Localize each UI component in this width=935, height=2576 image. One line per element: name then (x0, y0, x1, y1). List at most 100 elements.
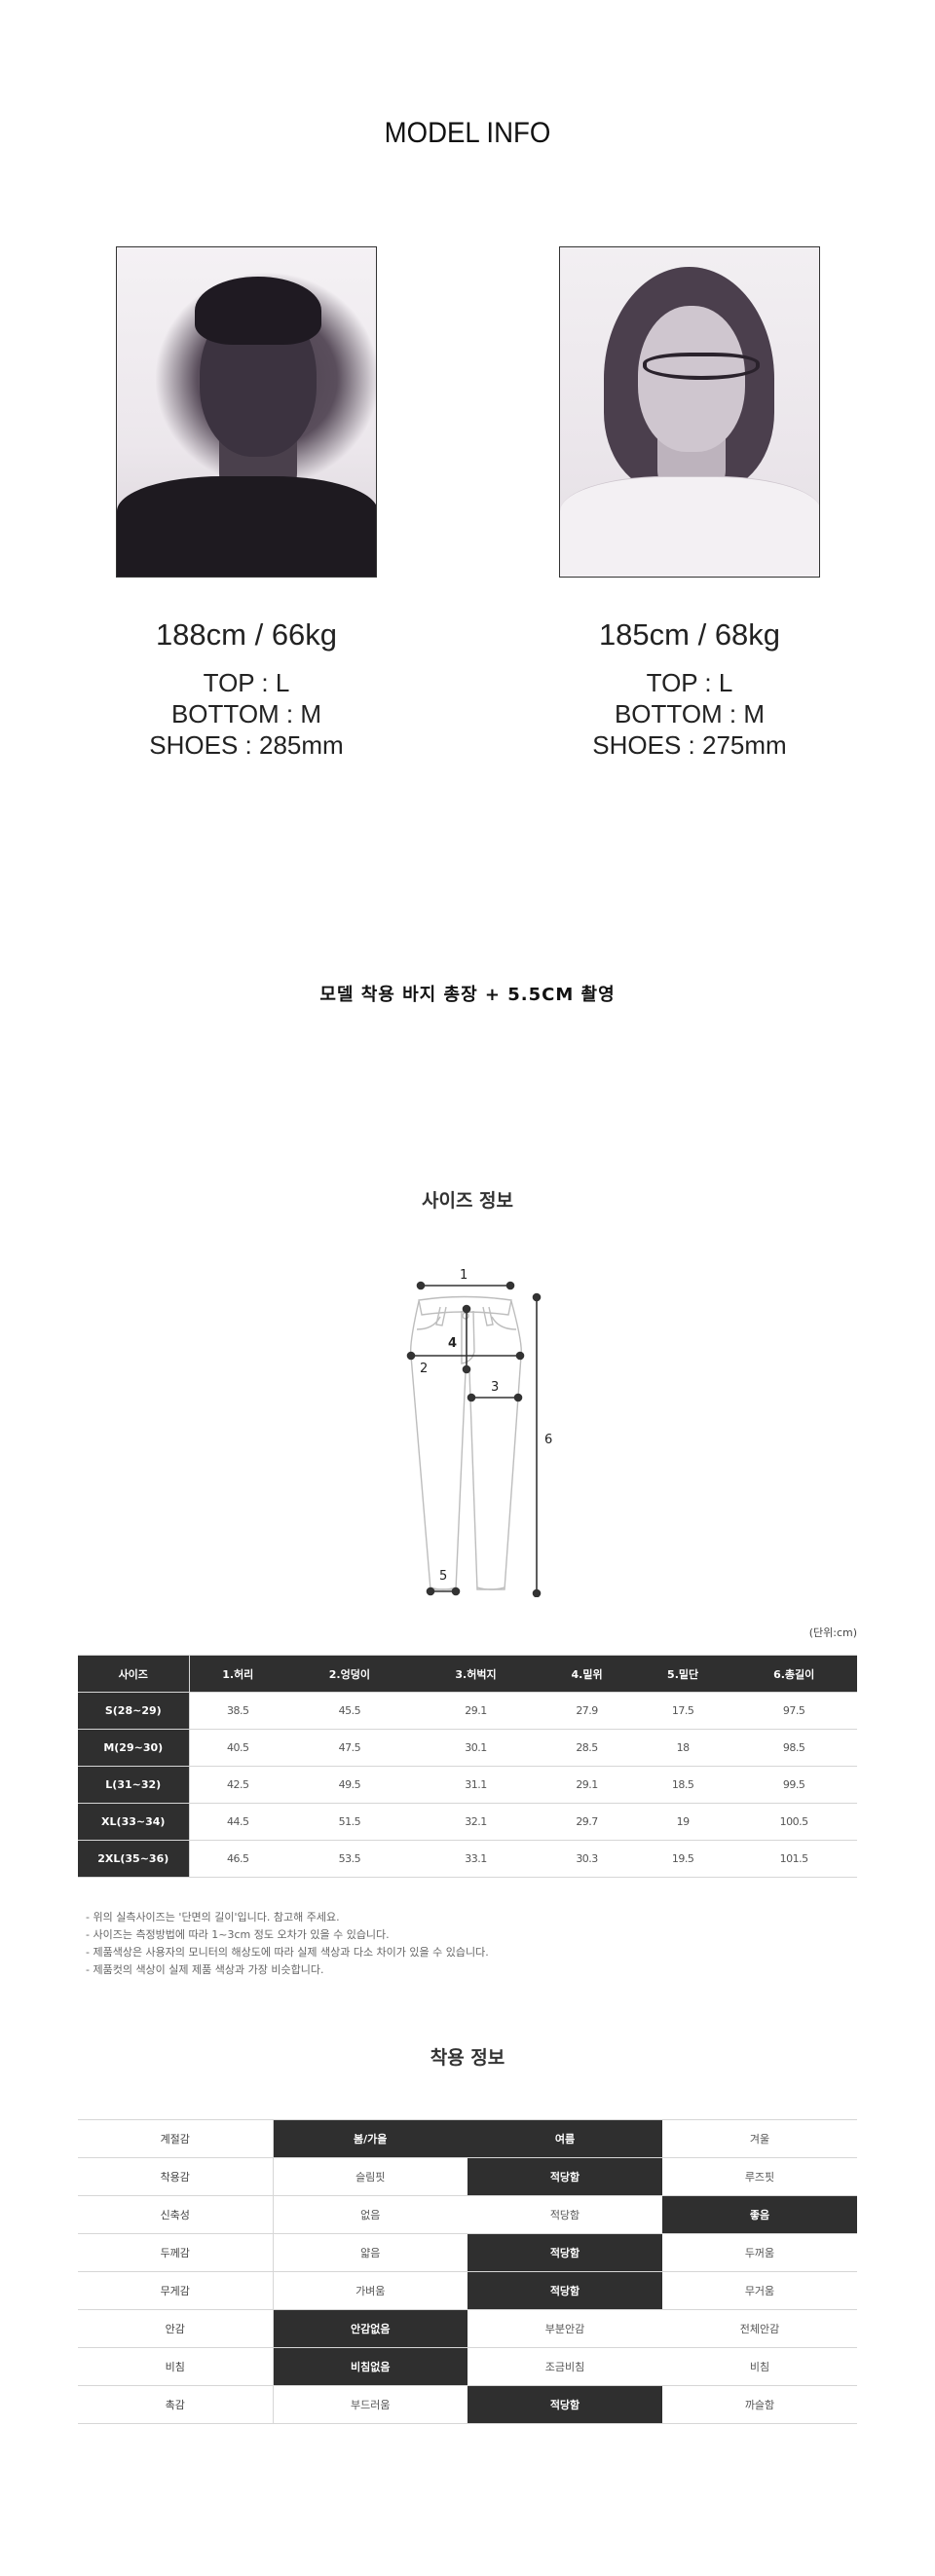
fit-option: 봄/가을 (273, 2119, 468, 2158)
diagram-label-3: 3 (491, 1380, 499, 1395)
diagram-label-4: 4 (448, 1336, 457, 1351)
cell-value: 30.3 (539, 1840, 635, 1878)
header-total-length: 6.총길이 (730, 1655, 857, 1693)
model-photo-2-icon (559, 246, 820, 578)
cell-value: 29.7 (539, 1803, 635, 1841)
cell-value: 18 (634, 1729, 731, 1767)
note-line: - 제품컷의 색상이 실제 제품 색상과 가장 비슷합니다. (86, 1963, 324, 1976)
model-bottom-size: BOTTOM : M (614, 699, 766, 728)
header-rise: 4.밑위 (539, 1655, 635, 1693)
fit-label: 신축성 (78, 2195, 274, 2234)
model-shoes-size: SHOES : 285mm (149, 730, 344, 760)
fit-option: 안감없음 (273, 2309, 468, 2348)
cell-value: 100.5 (730, 1803, 857, 1841)
fit-info-title: 착용 정보 (430, 2047, 505, 2069)
unit-label: (단위:cm) (808, 1626, 857, 1639)
diagram-label-1: 1 (460, 1268, 468, 1283)
model-shoes-size: SHOES : 275mm (592, 730, 787, 760)
fit-option: 두꺼움 (662, 2233, 857, 2272)
fit-option: 조금비침 (468, 2347, 662, 2386)
table-row: M(29~30) 40.5 47.5 30.1 28.5 18 98.5 (78, 1729, 857, 1767)
cell-value: 40.5 (189, 1729, 287, 1767)
header-size: 사이즈 (78, 1655, 190, 1693)
size-table: 사이즈 1.허리 2.엉덩이 3.허벅지 4.밑위 5.밑단 6.총길이 S(2… (78, 1655, 857, 1878)
fit-label: 안감 (78, 2309, 274, 2348)
cell-value: 19.5 (634, 1840, 731, 1878)
model-card-1: 188cm / 66kg TOP : L BOTTOM : M SHOES : … (116, 246, 377, 761)
header-waist: 1.허리 (189, 1655, 287, 1693)
fit-option: 겨울 (662, 2119, 857, 2158)
model-top-size: TOP : L (203, 668, 290, 697)
fit-option: 무거움 (662, 2271, 857, 2310)
fit-option: 적당함 (468, 2385, 662, 2424)
fit-label: 촉감 (78, 2385, 274, 2424)
model-top-size: TOP : L (646, 668, 733, 697)
fit-label: 무게감 (78, 2271, 274, 2310)
cell-value: 97.5 (730, 1692, 857, 1730)
model-info-title: MODEL INFO (384, 117, 551, 149)
cell-value: 19 (634, 1803, 731, 1841)
table-row: S(28~29) 38.5 45.5 29.1 27.9 17.5 97.5 (78, 1692, 857, 1730)
fit-option: 까슬함 (662, 2385, 857, 2424)
cell-value: 32.1 (412, 1803, 540, 1841)
fit-option: 부드러움 (273, 2385, 468, 2424)
fit-label: 비침 (78, 2347, 274, 2386)
model-height-weight: 185cm / 68kg (598, 617, 781, 652)
note-line: - 제품색상은 사용자의 모니터의 해상도에 따라 실제 색상과 다소 차이가 … (86, 1946, 489, 1959)
size-label: 2XL(35~36) (78, 1840, 190, 1878)
fit-label: 착용감 (78, 2157, 274, 2196)
size-table-header: 사이즈 1.허리 2.엉덩이 3.허벅지 4.밑위 5.밑단 6.총길이 (78, 1655, 857, 1693)
cell-value: 29.1 (412, 1692, 540, 1730)
cell-value: 31.1 (412, 1766, 540, 1804)
cell-value: 53.5 (286, 1840, 413, 1878)
pants-measurement-diagram-icon: 1 2 3 4 5 6 (380, 1247, 575, 1598)
size-label: M(29~30) (78, 1729, 190, 1767)
header-hip: 2.엉덩이 (286, 1655, 413, 1693)
fit-option: 루즈핏 (662, 2157, 857, 2196)
model-stats-2: 185cm / 68kg TOP : L BOTTOM : M SHOES : … (559, 616, 820, 761)
cell-value: 99.5 (730, 1766, 857, 1804)
cell-value: 47.5 (286, 1729, 413, 1767)
fit-option: 여름 (468, 2119, 662, 2158)
cell-value: 17.5 (634, 1692, 731, 1730)
fit-option: 적당함 (468, 2157, 662, 2196)
diagram-label-2: 2 (420, 1362, 428, 1376)
header-hem: 5.밑단 (634, 1655, 731, 1693)
model-stats-1: 188cm / 66kg TOP : L BOTTOM : M SHOES : … (116, 616, 377, 761)
cell-value: 29.1 (539, 1766, 635, 1804)
fit-option: 전체안감 (662, 2309, 857, 2348)
note-line: - 사이즈는 측정방법에 따라 1~3cm 정도 오차가 있을 수 있습니다. (86, 1928, 390, 1941)
fit-option: 적당함 (468, 2195, 662, 2234)
cell-value: 33.1 (412, 1840, 540, 1878)
cell-value: 44.5 (189, 1803, 287, 1841)
cell-value: 28.5 (539, 1729, 635, 1767)
cell-value: 49.5 (286, 1766, 413, 1804)
cell-value: 30.1 (412, 1729, 540, 1767)
fit-option: 가벼움 (273, 2271, 468, 2310)
size-label: S(28~29) (78, 1692, 190, 1730)
fit-option: 비침없음 (273, 2347, 468, 2386)
size-notes: - 위의 실측사이즈는 '단면의 길이'입니다. 참고해 주세요. - 사이즈는… (86, 1909, 489, 1979)
fit-option: 좋음 (662, 2195, 857, 2234)
diagram-label-6: 6 (544, 1433, 552, 1447)
cell-value: 38.5 (189, 1692, 287, 1730)
cell-value: 46.5 (189, 1840, 287, 1878)
size-info-title: 사이즈 정보 (421, 1190, 513, 1212)
diagram-label-5: 5 (439, 1569, 447, 1584)
size-label: XL(33~34) (78, 1803, 190, 1841)
cell-value: 42.5 (189, 1766, 287, 1804)
model-height-weight: 188cm / 66kg (155, 617, 338, 652)
model-bottom-size: BOTTOM : M (170, 699, 322, 728)
size-label: L(31~32) (78, 1766, 190, 1804)
table-row: L(31~32) 42.5 49.5 31.1 29.1 18.5 99.5 (78, 1766, 857, 1804)
model-photo-1-icon (116, 246, 377, 578)
pants-length-notice: 모델 착용 바지 총장 + 5.5CM 촬영 (319, 985, 616, 1005)
